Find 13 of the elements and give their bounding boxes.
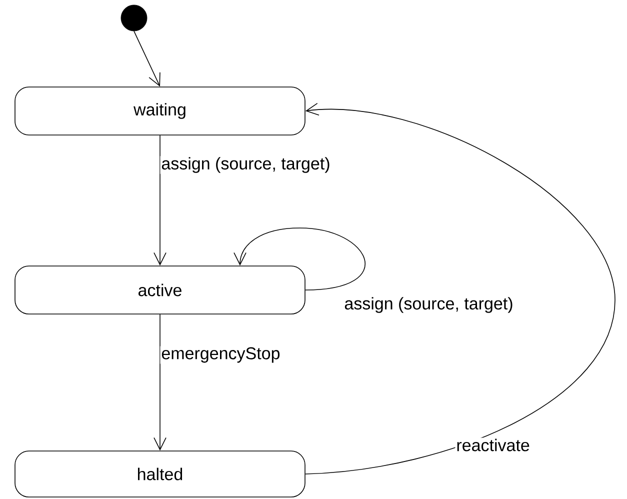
state-box: active [14, 266, 306, 314]
arrow [305, 102, 616, 474]
edge-label: assign (source, target) [160, 156, 332, 174]
arrow [154, 135, 166, 266]
edge-label: reactivate [455, 438, 531, 452]
arrow [234, 228, 366, 290]
edge-label: emergencyStop [160, 346, 282, 364]
initial-state-dot [120, 4, 148, 32]
arrow [154, 314, 166, 451]
edge-label: assign (source, target) [343, 296, 514, 314]
state-box: waiting [14, 86, 306, 136]
state-box: halted [14, 450, 306, 498]
arrow [134, 30, 160, 87]
